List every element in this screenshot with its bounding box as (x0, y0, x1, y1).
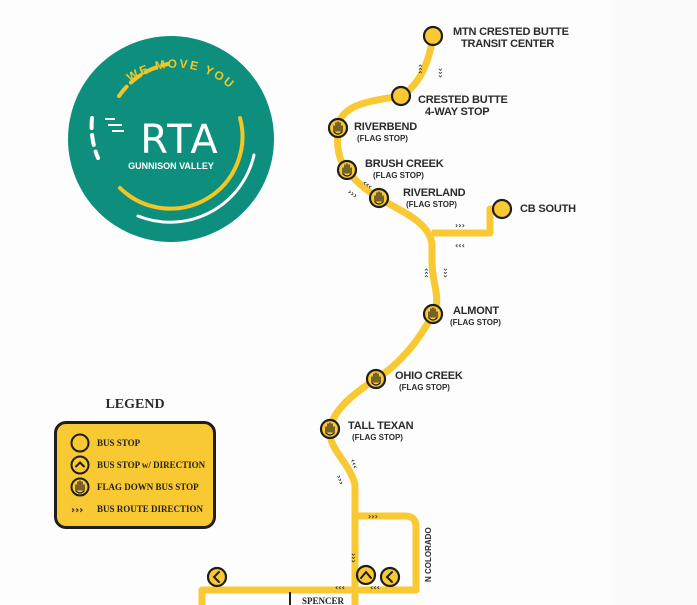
stop-name-line2: 4-WAY STOP (425, 106, 489, 118)
background-pane (612, 0, 697, 605)
legend-item: ››› BUS ROUTE DIRECTION (69, 498, 213, 520)
stop-subtitle: (FLAG STOP) (352, 433, 403, 442)
stop-name: CB SOUTH (520, 203, 576, 215)
stop-name: RIVERBEND (354, 121, 417, 133)
direction-chevron: ››› (346, 187, 359, 200)
direction-chevron: ››› (441, 268, 450, 278)
legend: BUS STOP BUS STOP w/ DIRECTION FLAG DOWN… (54, 421, 216, 529)
stop-name-line2: TRANSIT CENTER (461, 38, 554, 50)
stop-name: BRUSH CREEK (365, 158, 444, 170)
direction-chevron: ››› (455, 221, 465, 230)
legend-label: BUS STOP w/ DIRECTION (97, 460, 206, 470)
bus-stop-icon[interactable] (491, 198, 513, 220)
direction-chevron: ››› (334, 474, 346, 486)
stop-name: CRESTED BUTTE (418, 94, 508, 106)
stop-name: TALL TEXAN (348, 420, 414, 432)
bus-stop-icon[interactable] (390, 85, 412, 107)
direction-chevron: ‹‹‹ (335, 583, 345, 592)
direction-chevron: ‹‹‹ (348, 458, 360, 470)
stop-subtitle: (FLAG STOP) (406, 200, 457, 209)
legend-item: BUS STOP w/ DIRECTION (69, 454, 213, 476)
bus-stop-direction-icon (70, 455, 90, 475)
stop-subtitle: (FLAG STOP) (399, 383, 450, 392)
stop-subtitle: (FLAG STOP) (373, 171, 424, 180)
bus-stop-direction-icon[interactable] (206, 566, 228, 588)
direction-chevron: ››› (436, 68, 445, 78)
legend-item: FLAG DOWN BUS STOP (69, 476, 213, 498)
direction-chevron: ‹‹‹ (455, 241, 465, 250)
rta-logo: WE MOVE YOU RTA GUNNISON VALLEY (68, 36, 274, 242)
stop-name: RIVERLAND (403, 187, 466, 199)
direction-chevron: ››› (368, 512, 378, 521)
legend-item: BUS STOP (69, 432, 213, 454)
street-label-n-colorado: N COLORADO (424, 527, 433, 582)
stop-name: MTN CRESTED BUTTE (453, 26, 569, 38)
legend-label: BUS STOP (97, 438, 141, 448)
stop-labels: MTN CRESTED BUTTE TRANSIT CENTER CRESTED… (348, 26, 576, 442)
legend-label: BUS ROUTE DIRECTION (97, 504, 204, 514)
bus-stop-icon (70, 433, 90, 453)
bus-stop-direction-icon[interactable] (355, 564, 377, 586)
direction-chevron: ‹‹‹ (422, 268, 431, 278)
bus-stop-direction-icon[interactable] (379, 566, 401, 588)
direction-arrow-icons (212, 570, 393, 583)
route-direction-icon: ››› (71, 505, 83, 516)
logo-region: GUNNISON VALLEY (128, 161, 214, 171)
stop-name: ALMONT (453, 305, 499, 317)
stop-name: OHIO CREEK (395, 370, 463, 382)
direction-chevron: ‹‹‹ (370, 583, 380, 592)
street-label-spencer: SPENCER (302, 596, 345, 605)
flag-down-stop-icon (70, 477, 90, 497)
direction-chevron: ‹‹‹ (416, 64, 425, 74)
svg-text:›››: ››› (71, 505, 83, 516)
legend-title: LEGEND (105, 397, 165, 412)
legend-label: FLAG DOWN BUS STOP (97, 482, 199, 492)
stop-subtitle: (FLAG STOP) (357, 134, 408, 143)
stop-subtitle: (FLAG STOP) (450, 318, 501, 327)
direction-chevron: ››› (349, 553, 358, 563)
bus-stop-icon[interactable] (422, 25, 444, 47)
logo-name: RTA (140, 117, 220, 163)
